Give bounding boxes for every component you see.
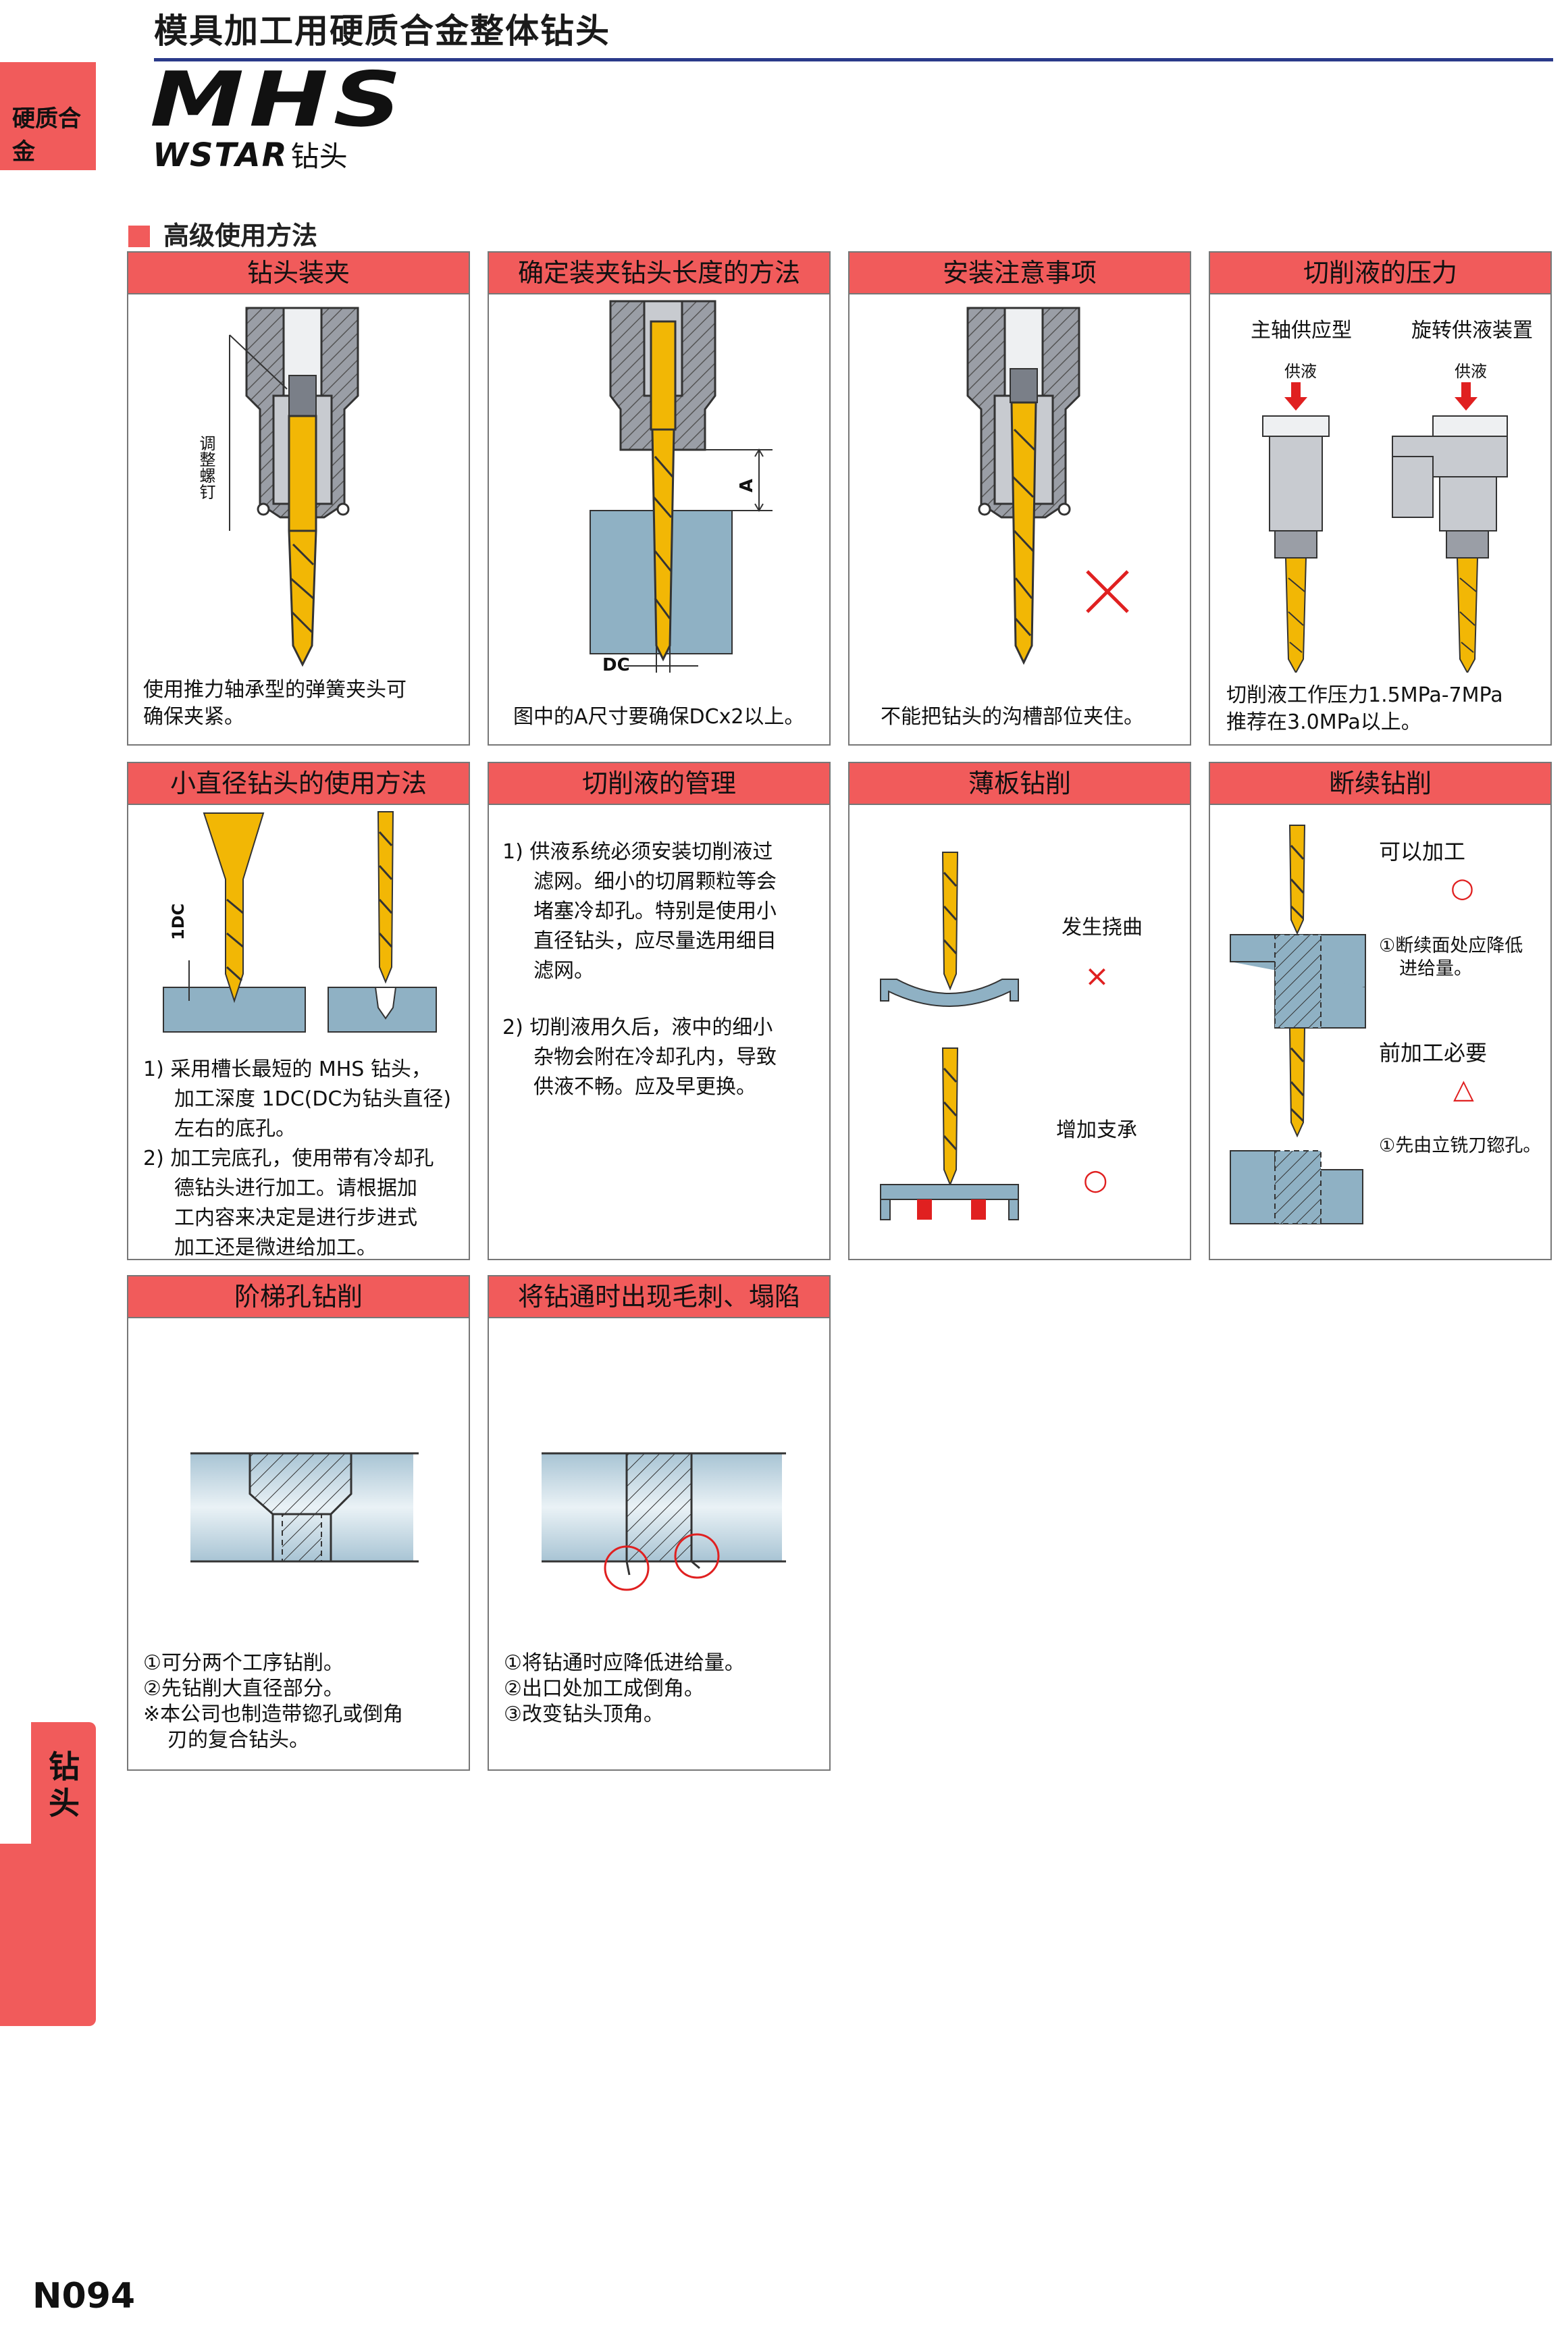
supply-label-2: 供液	[1455, 362, 1487, 381]
step-hole-diagram	[190, 1452, 419, 1563]
notes-text: 不能把钻头的沟槽部位夹住。	[881, 705, 1144, 729]
text-line: 切削液工作压力1.5MPa-7MPa	[1226, 683, 1503, 707]
thin-plate-diagram	[880, 852, 1019, 1220]
step-hole-text: ①可分两个工序钻削。 ②先钻削大直径部分。 ※本公司也制造带锪孔或倒角 刃的复合…	[143, 1651, 403, 1753]
pre-machining-label: 前加工必要	[1379, 1040, 1488, 1066]
circle-mark-icon: ○	[1451, 873, 1474, 904]
panel-title: 安装注意事项	[850, 253, 1190, 294]
text-line: 工内容来决定是进行步进式	[174, 1206, 417, 1230]
bend-label: 发生挠曲	[1062, 916, 1143, 939]
ok-label: 可以加工	[1379, 839, 1466, 864]
length-diagram	[590, 300, 773, 673]
panel-title: 将钻通时出现毛刺、塌陷	[489, 1276, 829, 1318]
side-tab-drill: 钻 头	[0, 1722, 96, 2026]
coolant-management-text: 1) 供液系统必须安装切削液过 滤网。细小的切屑颗粒等会 堵塞冷却孔。特别是使用…	[502, 837, 777, 1102]
panel-length: 确定装夹钻头长度的方法 A DC 图中的A尺寸要确保DCx2以上。	[488, 251, 831, 746]
supply-label-1: 供液	[1284, 362, 1317, 381]
support-label: 增加支承	[1056, 1118, 1137, 1142]
text-line: ①可分两个工序钻削。	[143, 1651, 344, 1675]
text-line: 2) 切削液用久后，液中的细小	[502, 1016, 773, 1039]
panel-clamping: 钻头装夹 调整螺钉 使用推力轴承型的弹簧夹头可 确保夹紧。	[127, 251, 470, 746]
notes-diagram	[966, 307, 1129, 665]
pre-machining-note: ①先由立铣刀锪孔。	[1379, 1135, 1542, 1156]
panel-title: 断续钻削	[1210, 763, 1550, 805]
text-line: 刃的复合钻头。	[167, 1728, 309, 1752]
section-heading: 高级使用方法	[128, 215, 317, 252]
side-tab-char: 钻	[49, 1748, 80, 1785]
text-line: 1) 采用槽长最短的 MHS 钻头，	[143, 1058, 432, 1081]
text-line: ①将钻通时应降低进给量。	[504, 1651, 745, 1675]
text-line: 左右的底孔。	[174, 1117, 296, 1141]
spindle-supply-label: 主轴供应型	[1251, 319, 1352, 342]
text-line: ②出口处加工成倒角。	[504, 1677, 704, 1701]
cross-mark-icon: ×	[1084, 959, 1109, 993]
text-line: ②先钻削大直径部分。	[143, 1677, 344, 1701]
clamping-diagram	[229, 307, 359, 667]
dim-dc-label: DC	[602, 655, 630, 675]
section-square-icon	[128, 226, 150, 247]
side-tab-char: 头	[49, 1785, 80, 1821]
page-number: N094	[32, 2276, 136, 2316]
coolant-pressure-diagram	[1262, 382, 1508, 673]
text-line: 确保夹紧。	[143, 705, 244, 729]
text-line: 使用推力轴承型的弹簧夹头可	[143, 678, 407, 702]
text-line: ※本公司也制造带锪孔或倒角	[143, 1703, 404, 1726]
triangle-mark-icon: △	[1453, 1074, 1474, 1105]
text-line: 堵塞冷却孔。特别是使用小	[533, 900, 777, 923]
small-diameter-diagram	[163, 811, 437, 1033]
interrupted-diagram	[1230, 825, 1366, 1224]
text-line: 加工还是微进给加工。	[174, 1236, 377, 1260]
logo-wstar: WSTAR钻头	[153, 134, 348, 175]
logo-wstar-text: WSTAR	[153, 136, 288, 174]
circle-mark-icon: ○	[1083, 1163, 1108, 1196]
text-line: 滤网。细小的切屑颗粒等会	[533, 870, 777, 893]
panel-step-hole: 阶梯孔钻削 ①可分两个工序钻削。 ②先钻削大直径部分。 ※本公司也制造带锪孔或倒…	[127, 1275, 470, 1771]
panel-coolant-management: 切削液的管理 1) 供液系统必须安装切削液过 滤网。细小的切屑颗粒等会 堵塞冷却…	[488, 762, 831, 1260]
section-heading-text: 高级使用方法	[163, 221, 318, 251]
panel-title: 薄板钻削	[850, 763, 1190, 805]
text-line: 杂物会附在冷却孔内，导致	[533, 1045, 777, 1069]
text-line: 直径钻头，应尽量选用细目	[533, 929, 777, 953]
small-diameter-text: 1) 采用槽长最短的 MHS 钻头， 加工深度 1DC(DC为钻头直径) 左右的…	[143, 1055, 451, 1263]
burr-diagram	[542, 1452, 786, 1591]
title-rule	[154, 58, 1553, 61]
panel-title: 切削液的管理	[489, 763, 829, 805]
dim-1dc-label: 1DC	[169, 903, 188, 940]
panel-title: 阶梯孔钻削	[128, 1276, 469, 1318]
text-line: 1) 供液系统必须安装切削液过	[502, 840, 773, 864]
page-title: 模具加工用硬质合金整体钻头	[154, 11, 610, 51]
length-text: 图中的A尺寸要确保DCx2以上。	[513, 705, 805, 729]
side-tab-label: 硬质合金	[12, 105, 81, 165]
adjust-screw-label: 调整螺钉	[197, 435, 215, 500]
text-line: ③改变钻头顶角。	[504, 1703, 664, 1726]
dim-a-label: A	[737, 478, 758, 493]
text-line: 加工深度 1DC(DC为钻头直径)	[174, 1087, 452, 1111]
panel-title: 确定装夹钻头长度的方法	[489, 253, 829, 294]
panel-title: 钻头装夹	[128, 253, 469, 294]
panel-interrupted: 断续钻削 可以加工 ○ ①断续面处应降低 进给量。 前加工必要 △ ①先由立铣刀…	[1209, 762, 1552, 1260]
logo-drill-text: 钻头	[290, 140, 348, 173]
text-line: 2) 加工完底孔，使用带有冷却孔	[143, 1147, 434, 1170]
coolant-pressure-text: 切削液工作压力1.5MPa-7MPa 推荐在3.0MPa以上。	[1226, 682, 1503, 736]
logo-mhs: MHS	[150, 56, 407, 144]
text-line: 供液不畅。应及早更换。	[533, 1075, 756, 1099]
burr-text: ①将钻通时应降低进给量。 ②出口处加工成倒角。 ③改变钻头顶角。	[504, 1651, 745, 1728]
panel-thin-plate: 薄板钻削 发生挠曲 × 增加支承 ○	[848, 762, 1191, 1260]
panel-burr: 将钻通时出现毛刺、塌陷 ①将钻通时应降低进给量。 ②出口处加工成倒角。 ③改变钻…	[488, 1275, 831, 1771]
panel-title: 切削液的压力	[1210, 253, 1550, 294]
clamping-text: 使用推力轴承型的弹簧夹头可 确保夹紧。	[143, 677, 407, 731]
text-line: 推荐在3.0MPa以上。	[1226, 710, 1421, 734]
text-line: ①断续面处应降低	[1379, 935, 1523, 956]
text-line: 滤网。	[533, 959, 594, 983]
panel-small-diameter: 小直径钻头的使用方法 1DC 1) 采用槽长最短的 MHS 钻头， 加工深度 1…	[127, 762, 470, 1260]
side-tab-carbide: 硬质合金	[0, 62, 96, 170]
panel-coolant-pressure: 切削液的压力 主轴供应型 旋转供液装置 供液 供液 切削液工作压力1.5MPa-…	[1209, 251, 1552, 746]
ok-note: ①断续面处应降低 进给量。	[1379, 935, 1523, 981]
panel-title: 小直径钻头的使用方法	[128, 763, 469, 805]
text-line: 进给量。	[1399, 958, 1472, 979]
panel-notes: 安装注意事项 不能把钻头的沟槽部位夹住。	[848, 251, 1191, 746]
rotary-supply-label: 旋转供液装置	[1411, 319, 1533, 342]
text-line: 德钻头进行加工。请根据加	[174, 1176, 417, 1200]
